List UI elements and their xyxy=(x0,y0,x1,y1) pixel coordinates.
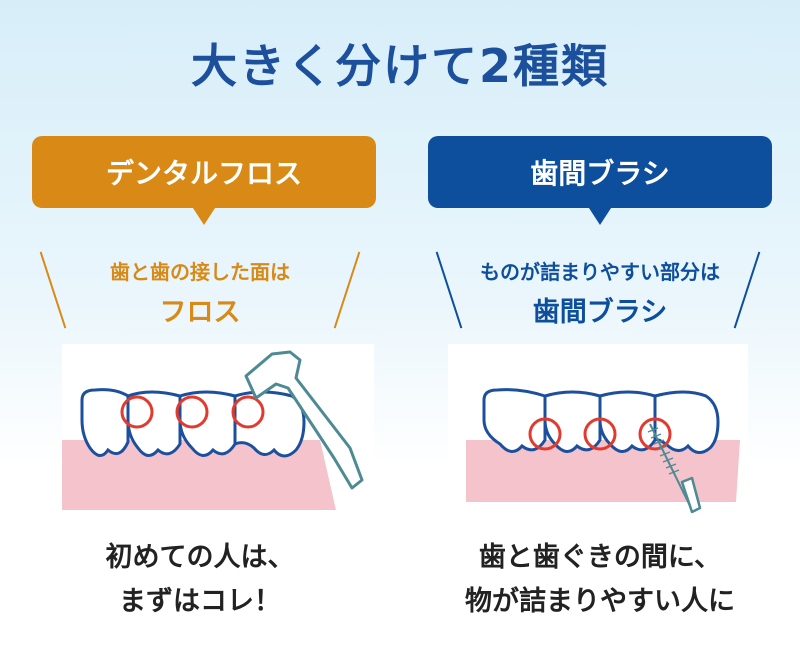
interdental-brush-column: 歯間ブラシ ものが詰まりやすい部分は 歯間ブラシ xyxy=(400,0,800,667)
brush-caption-line: 歯と歯ぐきの間に、 xyxy=(478,542,722,573)
floss-label-pointer xyxy=(191,205,217,225)
floss-illustration xyxy=(62,344,374,516)
brush-label: 歯間ブラシ xyxy=(530,157,670,190)
brush-subtitle: ものが詰まりやすい部分は xyxy=(480,260,720,284)
floss-caption-line: 初めての人は、 xyxy=(105,542,295,573)
floss-subtitle-emphasis: フロス xyxy=(159,297,241,328)
brush-label-pointer xyxy=(587,205,613,225)
page-title: 大きく分けて2種類 xyxy=(190,39,609,93)
floss-caption: 初めての人は、 まずはコレ！ xyxy=(0,536,400,624)
interdental-brush-icon xyxy=(647,423,702,514)
floss-label: デンタルフロス xyxy=(105,157,302,190)
floss-caption-line: まずはコレ！ xyxy=(119,586,281,617)
floss-label-box: デンタルフロス xyxy=(32,136,376,208)
floss-subtitle: 歯と歯の接した面は xyxy=(110,260,290,284)
gum-shape xyxy=(62,440,336,510)
brush-subtitle-emphasis: 歯間ブラシ xyxy=(532,297,668,328)
teeth-icon xyxy=(80,388,306,458)
gap-circles xyxy=(528,417,672,451)
floss-pick-icon xyxy=(244,350,364,490)
brush-caption-line: 物が詰まりやすい人に xyxy=(465,586,735,617)
floss-column: デンタルフロス 歯と歯の接した面は フロス 初めての人は、 まずはコレ！ xyxy=(0,136,400,624)
gum-shape xyxy=(466,440,740,502)
brush-illustration xyxy=(448,344,748,516)
brush-label-box: 歯間ブラシ xyxy=(428,136,772,208)
brush-caption: 歯と歯ぐきの間に、 物が詰まりやすい人に xyxy=(400,536,800,624)
contact-point-circles xyxy=(120,395,265,429)
